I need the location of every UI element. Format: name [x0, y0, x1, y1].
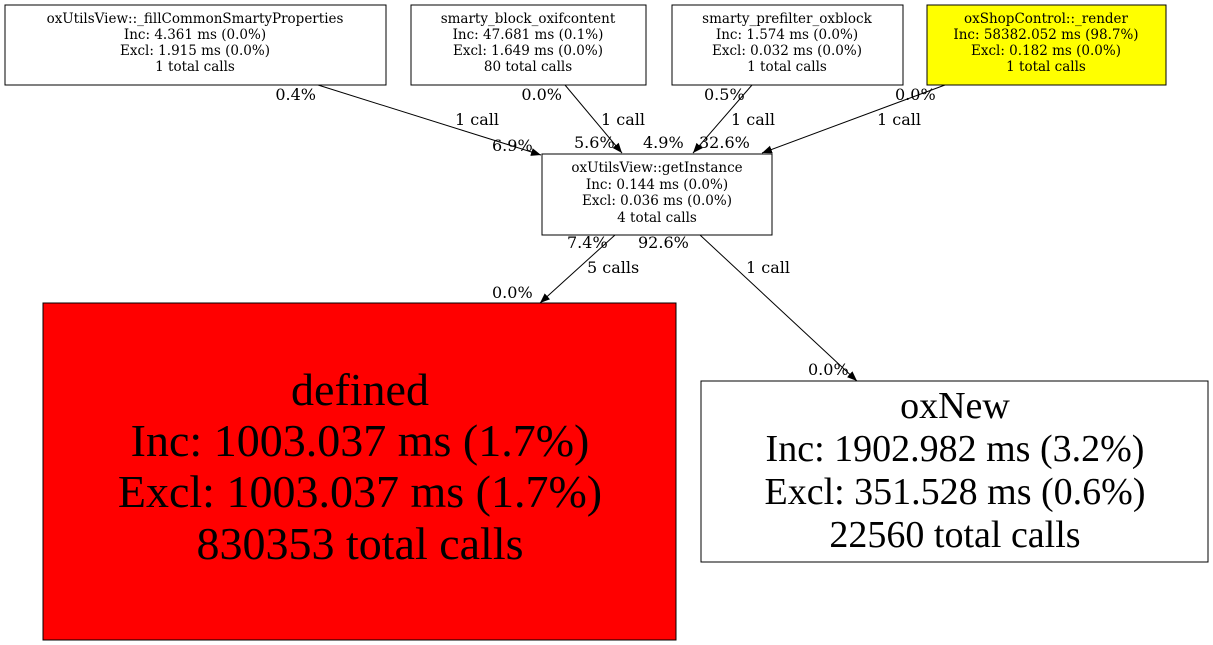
node-oxutilsview-getinstance[interactable]: oxUtilsView::getInstance Inc: 0.144 ms (… [541, 153, 773, 236]
edge-tail-pct: 0.5% [704, 85, 745, 104]
node-oxshopcontrol-render[interactable]: oxShopControl::_render Inc: 58382.052 ms… [926, 4, 1167, 86]
node-box [42, 302, 677, 641]
node-name: oxUtilsView::getInstance [571, 160, 742, 176]
node-excl: Excl: 1.915 ms (0.0%) [120, 43, 270, 59]
node-inc: Inc: 58382.052 ms (98.7%) [953, 27, 1138, 43]
node-inc: Inc: 4.361 ms (0.0%) [124, 27, 266, 43]
node-excl: Excl: 0.032 ms (0.0%) [712, 43, 862, 59]
node-excl: Excl: 0.182 ms (0.0%) [971, 43, 1121, 59]
node-box [671, 4, 904, 86]
node-name: smarty_block_oxifcontent [441, 11, 616, 27]
edge-head-pct: 4.9% [643, 133, 684, 152]
edge-tail-pct: 0.0% [521, 85, 562, 104]
edge-head-pct: 0.0% [808, 360, 849, 379]
edge-render-to-getinstance: 0.0% 1 call 32.6% [699, 84, 946, 154]
node-calls: 1 total calls [747, 59, 827, 75]
node-calls: 1 total calls [155, 59, 235, 75]
edge-label: 5 calls [587, 258, 639, 277]
node-box [700, 380, 1209, 563]
edge-label: 1 call [601, 110, 645, 129]
edge-oxif-to-getinstance: 0.0% 1 call 5.6% [521, 84, 645, 154]
node-inc: Inc: 47.681 ms (0.1%) [453, 27, 604, 43]
node-inc: Inc: 1.574 ms (0.0%) [716, 27, 858, 43]
node-smarty-block-oxifcontent[interactable]: smarty_block_oxifcontent Inc: 47.681 ms … [410, 4, 647, 86]
edge-head-pct: 5.6% [574, 133, 615, 152]
node-fill-common-smarty-properties[interactable]: oxUtilsView::_fillCommonSmartyProperties… [4, 4, 387, 86]
node-excl: Excl: 0.036 ms (0.0%) [582, 193, 732, 209]
node-inc: Inc: 1902.982 ms (3.2%) [766, 428, 1145, 470]
node-inc: Inc: 0.144 ms (0.0%) [586, 177, 728, 193]
edge-head-pct: 0.0% [492, 283, 533, 302]
edge-line [699, 234, 858, 382]
node-inc: Inc: 1003.037 ms (1.7%) [131, 415, 590, 466]
edge-label: 1 call [455, 110, 499, 129]
edge-line [761, 84, 946, 154]
node-name: oxShopControl::_render [964, 11, 1129, 27]
node-name: oxUtilsView::_fillCommonSmartyProperties [47, 11, 344, 27]
node-box [926, 4, 1167, 86]
edge-tail-pct: 92.6% [638, 233, 689, 252]
edge-tail-pct: 0.0% [895, 85, 936, 104]
edge-label: 1 call [731, 110, 775, 129]
edge-getinstance-to-defined: 7.4% 5 calls 0.0% [492, 233, 639, 304]
node-name: oxNew [900, 385, 1010, 427]
node-smarty-prefilter-oxblock[interactable]: smarty_prefilter_oxblock Inc: 1.574 ms (… [671, 4, 904, 86]
edge-label: 1 call [746, 258, 790, 277]
edge-fill-to-getinstance: 0.4% 1 call 6.9% [275, 84, 542, 156]
edge-line [564, 84, 623, 154]
node-calls: 830353 total calls [196, 518, 523, 569]
node-oxnew[interactable]: oxNew Inc: 1902.982 ms (3.2%) Excl: 351.… [700, 380, 1209, 563]
edge-line [692, 84, 753, 154]
node-defined[interactable]: defined Inc: 1003.037 ms (1.7%) Excl: 10… [42, 302, 677, 641]
edge-getinstance-to-oxnew: 92.6% 1 call 0.0% [638, 233, 858, 382]
edge-head-pct: 6.9% [492, 136, 533, 155]
node-calls: 80 total calls [484, 59, 572, 75]
edge-tail-pct: 0.4% [275, 85, 316, 104]
node-name: smarty_prefilter_oxblock [702, 11, 872, 27]
edge-line [317, 84, 542, 156]
edge-line [539, 234, 616, 304]
node-box [541, 153, 773, 236]
edge-prefilter-to-getinstance: 0.5% 1 call 4.9% [643, 84, 775, 154]
edge-tail-pct: 7.4% [567, 233, 608, 252]
node-calls: 1 total calls [1006, 59, 1086, 75]
node-calls: 4 total calls [617, 210, 697, 226]
node-excl: Excl: 1.649 ms (0.0%) [453, 43, 603, 59]
node-excl: Excl: 351.528 ms (0.6%) [764, 471, 1145, 513]
node-box [410, 4, 647, 86]
node-box [4, 4, 387, 86]
node-excl: Excl: 1003.037 ms (1.7%) [118, 466, 602, 517]
node-name: defined [291, 364, 429, 415]
edge-label: 1 call [877, 110, 921, 129]
edge-head-pct: 32.6% [699, 133, 750, 152]
node-calls: 22560 total calls [829, 514, 1080, 556]
